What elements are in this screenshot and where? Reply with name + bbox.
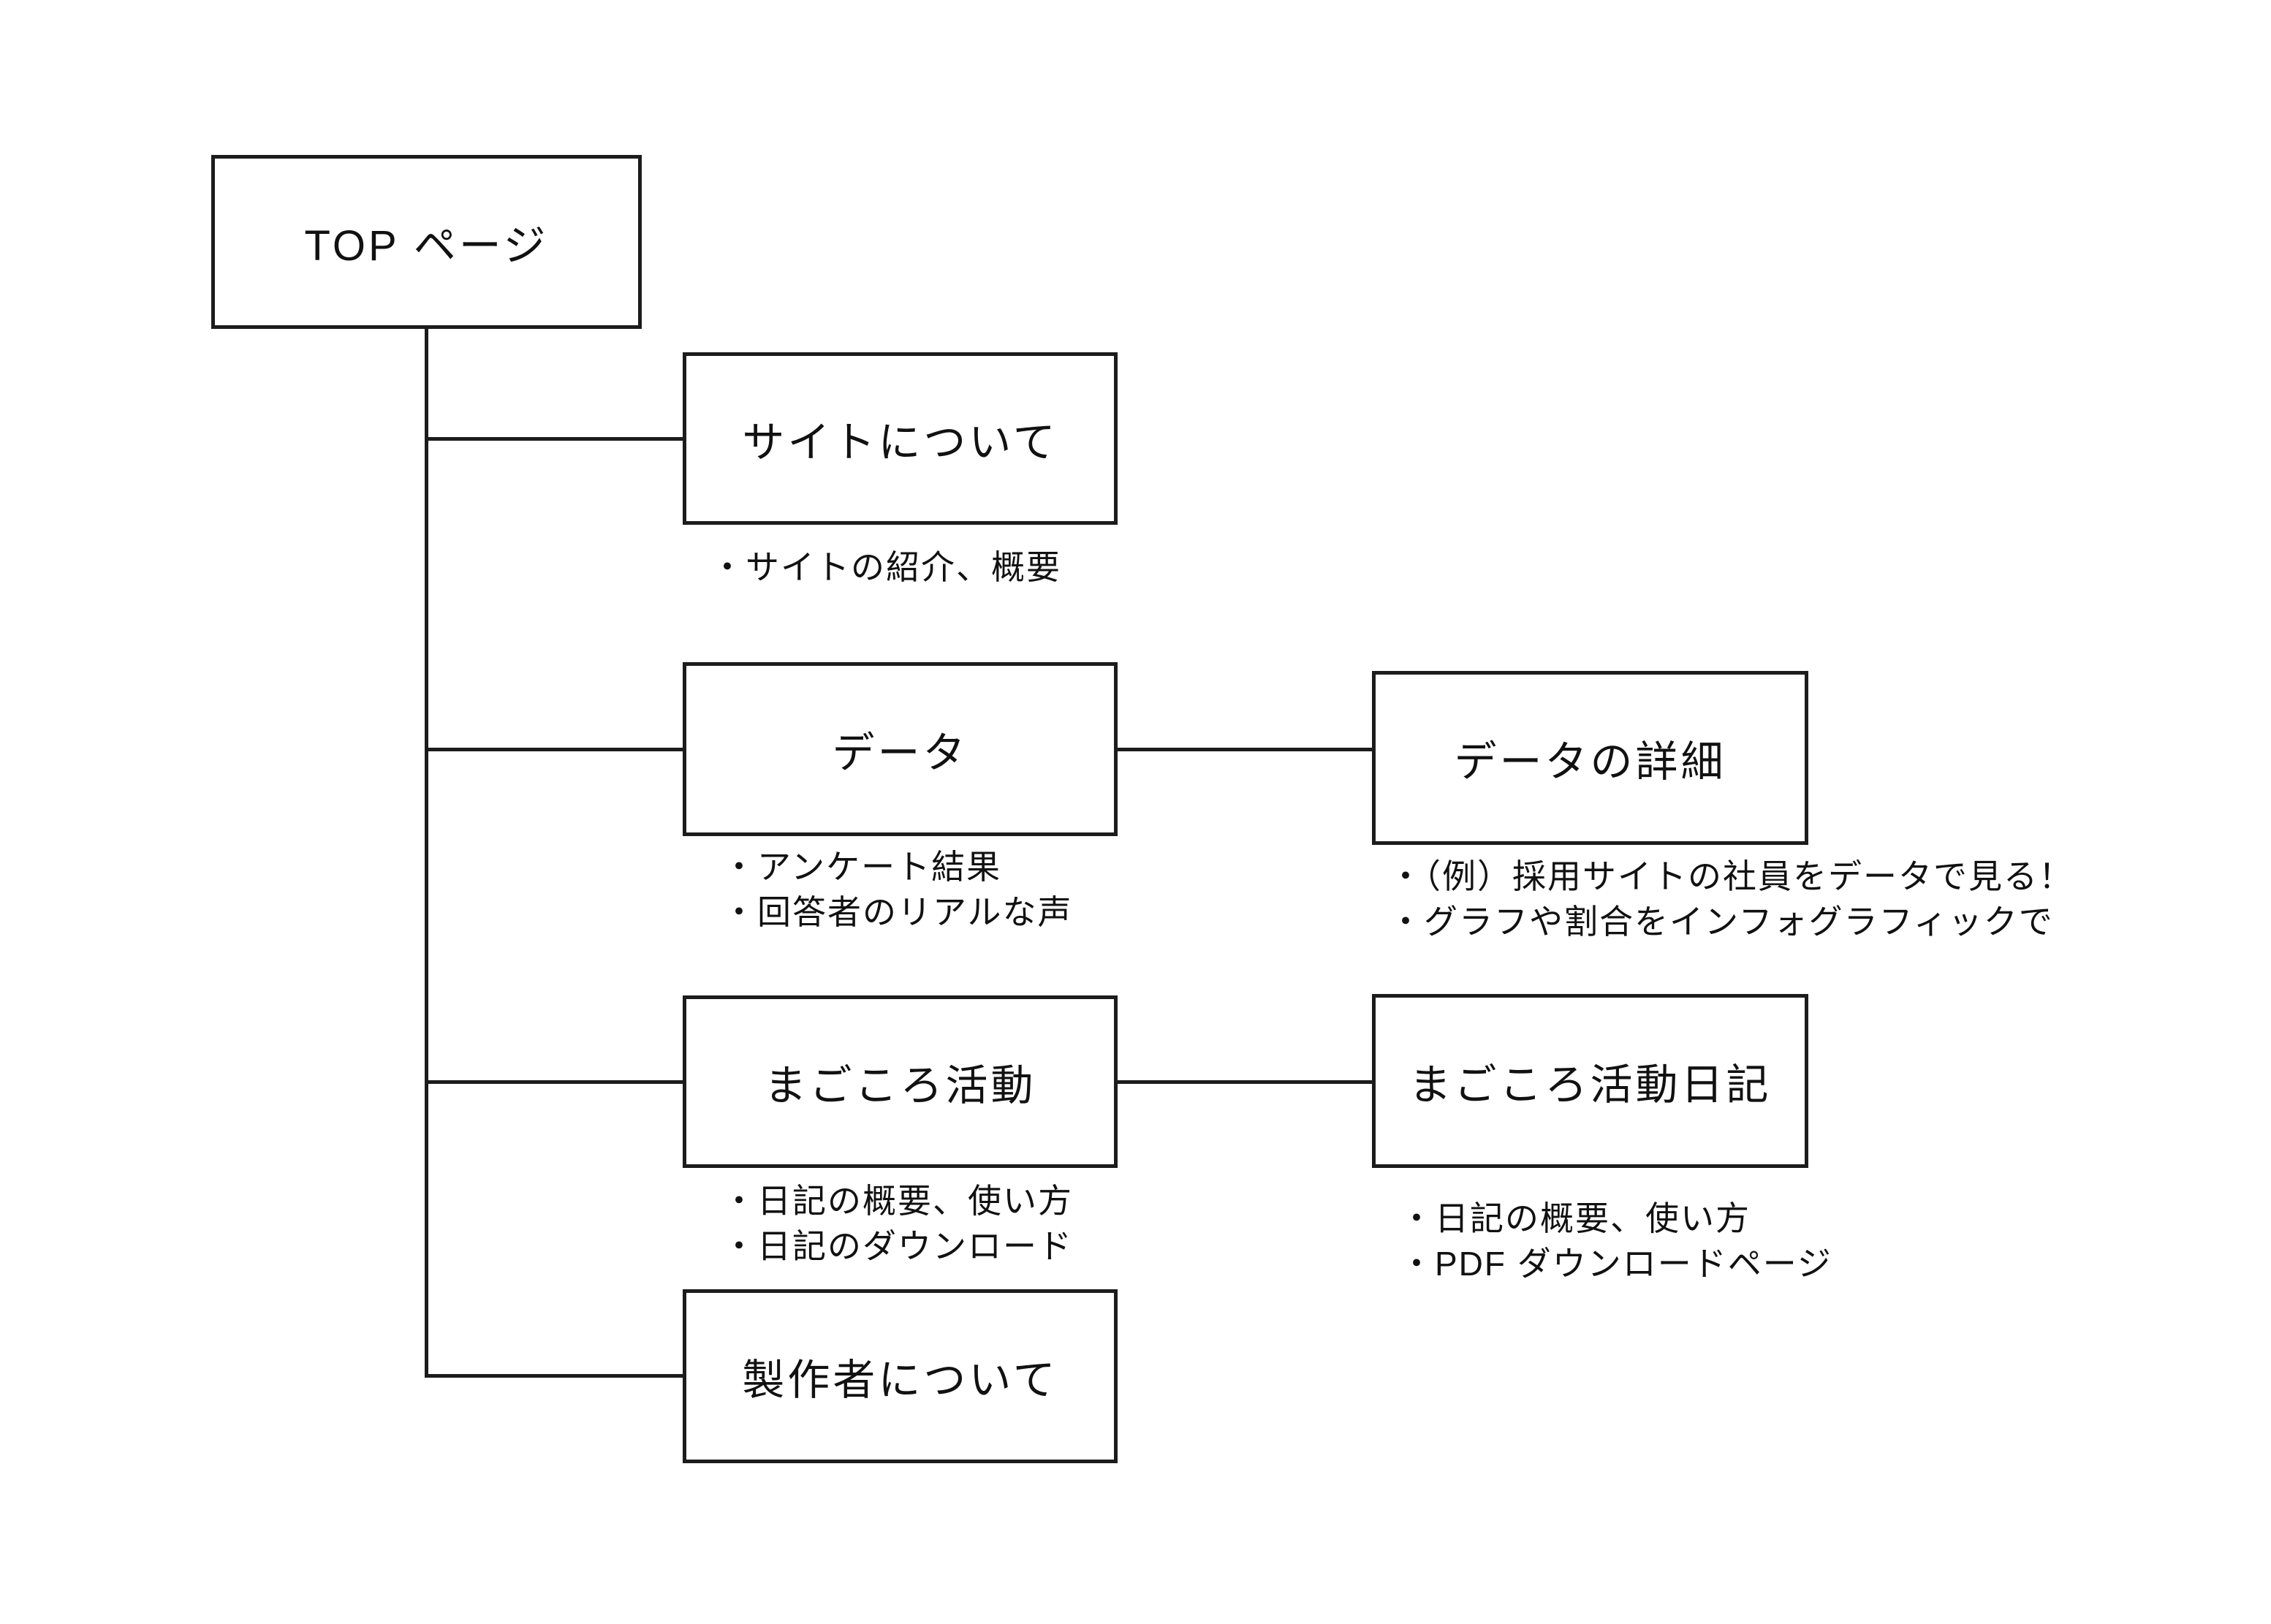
- node-top-page-label: TOP ページ: [304, 222, 549, 270]
- note-line: ・サイトの紹介、概要: [710, 548, 1061, 586]
- trunk-line: [425, 329, 428, 1378]
- note-line: ・日記のダウンロード: [722, 1227, 1073, 1265]
- node-about-creator-label: 製作者について: [742, 1357, 1058, 1404]
- node-data-label: データ: [832, 729, 968, 777]
- node-magokoro-diary: まごころ活動日記: [1372, 994, 1808, 1168]
- node-data-detail: データの詳細: [1372, 671, 1808, 845]
- node-magokoro-activity: まごころ活動: [683, 995, 1118, 1168]
- branch-line-creator: [425, 1374, 683, 1378]
- node-about-site-label: サイトについて: [742, 419, 1058, 466]
- branch-line-site: [425, 437, 683, 441]
- branch-line-magokoro: [425, 1080, 683, 1084]
- note-line: ・日記の概要、使い方: [1400, 1199, 1751, 1237]
- node-data: データ: [683, 662, 1118, 836]
- note-line: ・（例）採用サイトの社員をデータで見る！: [1389, 857, 2074, 895]
- notes-magokoro-activity: ・日記の概要、使い方 ・日記のダウンロード: [722, 1178, 1073, 1269]
- node-top-page: TOP ページ: [211, 155, 642, 329]
- note-line: ・アンケート結果: [722, 848, 1002, 886]
- notes-data-detail: ・（例）採用サイトの社員をデータで見る！ ・グラフや割合をインフォグラフィックで: [1389, 854, 2074, 944]
- branch-line-data: [425, 748, 683, 751]
- node-data-detail-label: データの詳細: [1454, 738, 1726, 786]
- note-line: ・グラフや割合をインフォグラフィックで: [1389, 903, 2054, 941]
- connector-magokoro-to-diary: [1118, 1080, 1372, 1084]
- node-about-creator: 製作者について: [683, 1289, 1118, 1463]
- note-line: ・日記の概要、使い方: [722, 1182, 1073, 1220]
- note-line: ・PDF ダウンロードページ: [1400, 1245, 1832, 1283]
- node-magokoro-diary-label: まごころ活動日記: [1409, 1061, 1772, 1109]
- notes-about-site: ・サイトの紹介、概要: [710, 545, 1061, 590]
- node-about-site: サイトについて: [683, 352, 1118, 525]
- connector-data-to-detail: [1118, 748, 1372, 751]
- notes-magokoro-diary: ・日記の概要、使い方 ・PDF ダウンロードページ: [1400, 1196, 1832, 1286]
- notes-data: ・アンケート結果 ・回答者のリアルな声: [722, 844, 1073, 935]
- node-magokoro-activity-label: まごころ活動: [764, 1062, 1036, 1109]
- note-line: ・回答者のリアルな声: [722, 893, 1073, 931]
